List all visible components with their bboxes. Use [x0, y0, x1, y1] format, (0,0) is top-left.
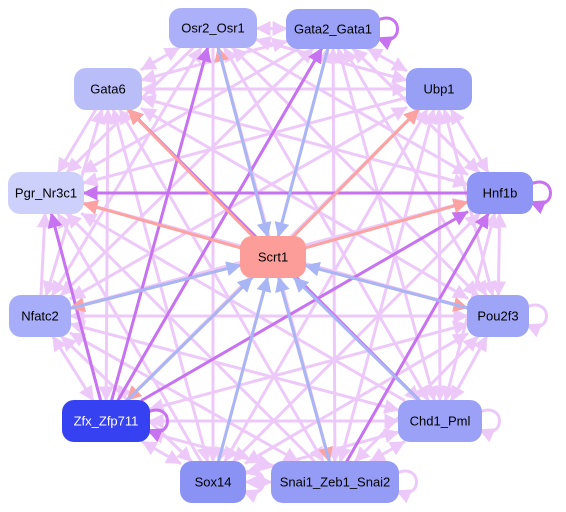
node-label: Hnf1b [483, 186, 518, 201]
node-label: Gata6 [90, 82, 125, 97]
node-hnf1b[interactable]: Hnf1b [467, 172, 533, 214]
self-loop-zfx [146, 408, 169, 443]
edge-zfx-snai1 [148, 428, 273, 469]
self-loop-snai1 [395, 469, 418, 504]
edge-zfx-hnf1b [140, 210, 469, 402]
node-box [169, 8, 257, 48]
node-label: Nfatc2 [21, 309, 59, 324]
node-snai1[interactable]: Snai1_Zeb1_Snai2 [271, 461, 399, 503]
node-box [9, 295, 71, 337]
edge-scrt1-gata6 [127, 108, 254, 238]
node-box [240, 236, 306, 278]
node-pgr[interactable]: Pgr_Nr3c1 [8, 172, 84, 214]
edge-zfx-gata2 [116, 47, 323, 402]
edge-snai1-hnf1b [345, 212, 490, 463]
edge-gata2-snai1 [325, 47, 343, 463]
node-label: Gata2_Gata1 [294, 22, 372, 37]
node-box [180, 461, 246, 503]
node-label: Ubp1 [423, 82, 454, 97]
node-osr2[interactable]: Osr2_Osr1 [169, 8, 257, 48]
node-label: Zfx_Zfp711 [74, 414, 139, 429]
node-box [8, 172, 84, 214]
node-label: Chd1_Pml [410, 414, 471, 429]
edge-hnf1b-pou2f3 [491, 212, 507, 297]
node-box [467, 172, 533, 214]
edge-gata2-ubp1 [366, 47, 408, 72]
edge-snai1-scrt1 [275, 276, 331, 463]
edge-pgr-nfatc2 [36, 212, 52, 297]
node-gata6[interactable]: Gata6 [74, 68, 142, 110]
node-pou2f3[interactable]: Pou2f3 [467, 295, 529, 337]
node-ubp1[interactable]: Ubp1 [406, 68, 472, 110]
self-loop-chd1 [478, 408, 501, 443]
edge-chd1-scrt1 [292, 276, 421, 402]
node-label: Sox14 [195, 475, 232, 490]
self-loop-pou2f3 [525, 303, 548, 338]
node-box [62, 400, 150, 442]
edge-scrt1-pgr [82, 200, 242, 250]
edge-osr2-scrt1 [216, 46, 272, 238]
node-box [286, 9, 380, 49]
node-box [271, 461, 399, 503]
node-box [74, 68, 142, 110]
node-label: Pou2f3 [477, 309, 518, 324]
edge-scrt1-hnf1b [304, 198, 469, 250]
node-chd1[interactable]: Chd1_Pml [398, 400, 482, 442]
edge-gata2-scrt1 [274, 47, 330, 238]
node-box [467, 295, 529, 337]
node-box [406, 68, 472, 110]
edge-chd1-snai1 [369, 440, 406, 463]
node-zfx[interactable]: Zfx_Zfp711 [62, 400, 150, 442]
edge-pou2f3-scrt1 [304, 261, 469, 310]
node-label: Snai1_Zeb1_Snai2 [280, 475, 391, 490]
node-scrt1[interactable]: Scrt1 [240, 236, 306, 278]
edge-scrt1-ubp1 [292, 108, 420, 238]
node-box [398, 400, 482, 442]
node-nfatc2[interactable]: Nfatc2 [9, 295, 71, 337]
node-label: Pgr_Nr3c1 [15, 186, 77, 201]
self-loop-hnf1b [529, 180, 552, 215]
node-gata2[interactable]: Gata2_Gata1 [286, 9, 380, 49]
edge-sox14-scrt1 [217, 276, 272, 463]
edge-zfx-scrt1 [125, 276, 254, 402]
self-loop-layer [146, 16, 552, 504]
self-loop-sox14 [242, 469, 265, 504]
edge-nfatc2-scrt1 [69, 261, 242, 310]
node-label: Osr2_Osr1 [181, 21, 245, 36]
self-loop-gata2 [376, 16, 399, 51]
edge-layer [36, 20, 507, 490]
node-label: Scrt1 [258, 250, 288, 265]
node-sox14[interactable]: Sox14 [180, 461, 246, 503]
